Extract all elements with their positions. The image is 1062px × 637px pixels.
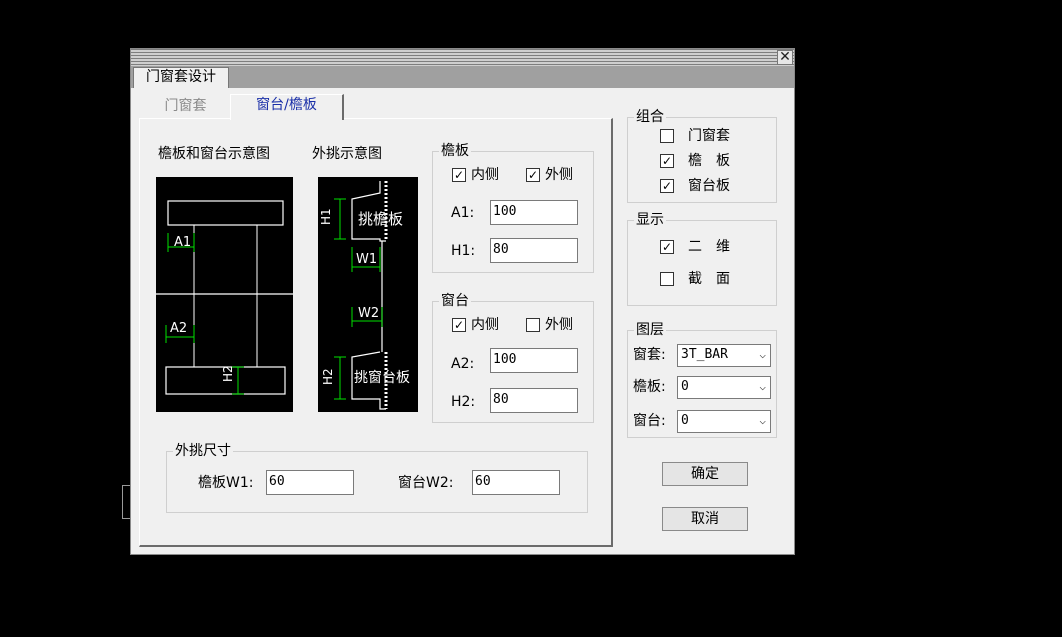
combo-sill-label: 窗台板 [688,178,730,194]
window-cover-design-dialog: ✕ 门窗套设计 门窗套 窗台/檐板 檐板和窗台示意图 外挑示意图 [130,48,795,555]
layer-sill-value: 0 [681,413,689,428]
w2-dim-label: W2 [358,306,379,321]
display-2d-checkbox[interactable]: ✓ [660,240,674,254]
h1-label: H1: [451,243,476,259]
eave-outer-checkbox[interactable]: ✓ [526,168,540,182]
eave-sill-drawing: A1 A2 H2 [156,200,293,395]
display-section-label: 截 面 [688,271,730,287]
sill-group [432,301,594,423]
h2-input[interactable]: 80 [490,388,578,413]
layer-sill-select[interactable]: 0⌵ [677,410,771,433]
w2-label: 窗台W2: [398,475,454,491]
sill-inner-checkbox[interactable]: ✓ [452,318,466,332]
eave-inner-label: 内侧 [471,167,499,183]
eave-board-label: 挑檐板 [358,210,403,228]
tab-sill-eave[interactable]: 窗台/檐板 [230,94,344,120]
ok-button[interactable]: 确定 [662,462,748,486]
left-diagram-title: 檐板和窗台示意图 [158,146,270,162]
overhang-group [166,451,588,513]
window-title: 门窗套设计 [133,67,229,88]
w1-input[interactable]: 60 [266,470,354,495]
eave-outer-label: 外侧 [545,167,573,183]
combo-window-cover-checkbox[interactable] [660,129,674,143]
layer-cover-select[interactable]: 3T_BAR ⌵ [677,344,771,367]
chevron-down-icon: ⌵ [759,348,766,361]
chevron-down-icon: ⌵ [759,380,766,393]
sill-outer-label: 外侧 [545,317,573,333]
background-window-edge [122,485,131,519]
cancel-button[interactable]: 取消 [662,507,748,531]
layer-group [627,330,777,438]
combo-group-title: 组合 [634,109,666,125]
a1-input[interactable]: 100 [490,200,578,225]
combo-group [627,117,777,203]
layer-eave-value: 0 [681,379,689,394]
overhang-drawing: H1 挑檐板 W1 W2 H2 挑窗台板 [319,181,410,410]
a2-dim-label: A2 [170,321,187,336]
tab-panel: 檐板和窗台示意图 外挑示意图 A1 A2 H2 [139,118,613,547]
sill-inner-label: 内侧 [471,317,499,333]
h2-label: H2: [451,394,476,410]
h1-dim-label: H1 [319,208,333,225]
layer-group-title: 图层 [634,322,666,338]
h1-input[interactable]: 80 [490,238,578,263]
a1-dim-label: A1 [174,235,191,250]
layer-eave-select[interactable]: 0⌵ [677,376,771,399]
h2-right-dim-label: H2 [321,368,335,385]
w1-label: 檐板W1: [198,475,254,491]
w2-input[interactable]: 60 [472,470,560,495]
display-group-title: 显示 [634,212,666,228]
layer-sill-label: 窗台: [633,413,666,429]
eave-inner-checkbox[interactable]: ✓ [452,168,466,182]
combo-eave-checkbox[interactable]: ✓ [660,154,674,168]
sill-group-title: 窗台 [439,293,471,309]
title-bar[interactable]: ✕ [131,49,794,66]
overhang-group-title: 外挑尺寸 [173,443,233,459]
tab-window-cover[interactable]: 门窗套 [164,98,207,114]
title-strip [131,66,794,88]
display-section-checkbox[interactable] [660,272,674,286]
display-2d-label: 二 维 [688,239,730,255]
display-group [627,220,777,306]
chevron-down-icon: ⌵ [759,414,766,427]
right-diagram-title: 外挑示意图 [312,146,382,162]
combo-window-cover-label: 门窗套 [688,128,730,144]
layer-cover-value: 3T_BAR [681,347,728,362]
combo-eave-label: 檐 板 [688,153,730,169]
a1-label: A1: [451,205,475,221]
a2-label: A2: [451,356,475,372]
layer-cover-label: 窗套: [633,347,666,363]
eave-group-title: 檐板 [439,143,471,159]
eave-group [432,151,594,273]
w1-dim-label: W1 [356,252,377,267]
overhang-diagram: H1 挑檐板 W1 W2 H2 挑窗台板 [318,177,418,412]
combo-sill-checkbox[interactable]: ✓ [660,179,674,193]
close-icon[interactable]: ✕ [777,50,793,65]
a2-input[interactable]: 100 [490,348,578,373]
sill-board-label: 挑窗台板 [354,369,410,386]
h2-dim-label: H2 [221,365,235,382]
sill-outer-checkbox[interactable] [526,318,540,332]
eave-sill-diagram: A1 A2 H2 [156,177,293,412]
layer-eave-label: 檐板: [633,379,666,395]
